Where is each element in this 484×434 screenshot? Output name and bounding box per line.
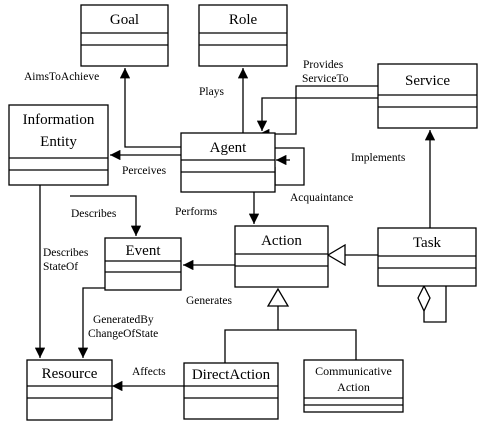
class-information-entity-name-1: Information	[23, 112, 95, 128]
edge-task-aggregation	[423, 286, 447, 323]
edge-acquaintance	[274, 147, 305, 186]
class-agent: Agent	[180, 132, 276, 193]
label-implements: Implements	[351, 152, 406, 164]
label-provides-2: ServiceTo	[302, 73, 349, 85]
label-generated-by-1: GeneratedBy	[93, 314, 154, 326]
generalization-triangle-action	[266, 287, 290, 307]
edge-describes	[70, 195, 142, 236]
class-event: Event	[104, 237, 182, 291]
label-perceives: Perceives	[122, 165, 167, 177]
label-affects: Affects	[132, 366, 166, 378]
label-provides-1: Provides	[303, 59, 344, 71]
class-information-entity: Information Entity	[8, 104, 109, 186]
aggregation-diamond	[417, 284, 431, 313]
class-communicative-action-name-1: Communicative	[315, 364, 392, 378]
label-generated-by-2: ChangeOfState	[88, 328, 158, 340]
class-resource-name: Resource	[42, 366, 98, 382]
class-action-name: Action	[261, 233, 302, 249]
class-goal: Goal	[80, 4, 169, 67]
class-event-name: Event	[126, 243, 162, 259]
label-describes-state-of-2: StateOf	[43, 261, 78, 273]
class-service: Service	[377, 63, 478, 129]
class-task-name: Task	[413, 235, 442, 251]
edge-aims-to-achieve	[119, 68, 181, 148]
label-aims-to-achieve: AimsToAchieve	[24, 71, 99, 83]
edge-provides-service-loop	[259, 85, 378, 140]
label-performs: Performs	[175, 206, 218, 218]
class-role-name: Role	[229, 12, 258, 28]
generalization-triangle-task	[326, 243, 346, 267]
label-acquaintance: Acquaintance	[290, 192, 353, 204]
class-resource: Resource	[26, 359, 113, 421]
edge-provides-service-to	[256, 97, 378, 131]
edge-subclasses-action	[224, 329, 357, 363]
class-direct-action-name: DirectAction	[192, 367, 271, 383]
label-describes: Describes	[71, 208, 117, 220]
label-plays: Plays	[199, 86, 224, 98]
class-communicative-action: Communicative Action	[303, 359, 404, 413]
class-goal-name: Goal	[110, 12, 139, 28]
class-role: Role	[198, 4, 288, 67]
class-communicative-action-name-2: Action	[337, 380, 370, 394]
class-action: Action	[234, 225, 329, 288]
class-task: Task	[377, 227, 477, 287]
class-service-name: Service	[405, 73, 450, 89]
class-agent-name: Agent	[210, 140, 247, 156]
class-information-entity-name-2: Entity	[40, 134, 77, 150]
label-describes-state-of-1: Describes	[43, 247, 89, 259]
label-generates: Generates	[186, 295, 232, 307]
class-direct-action: DirectAction	[183, 362, 279, 420]
